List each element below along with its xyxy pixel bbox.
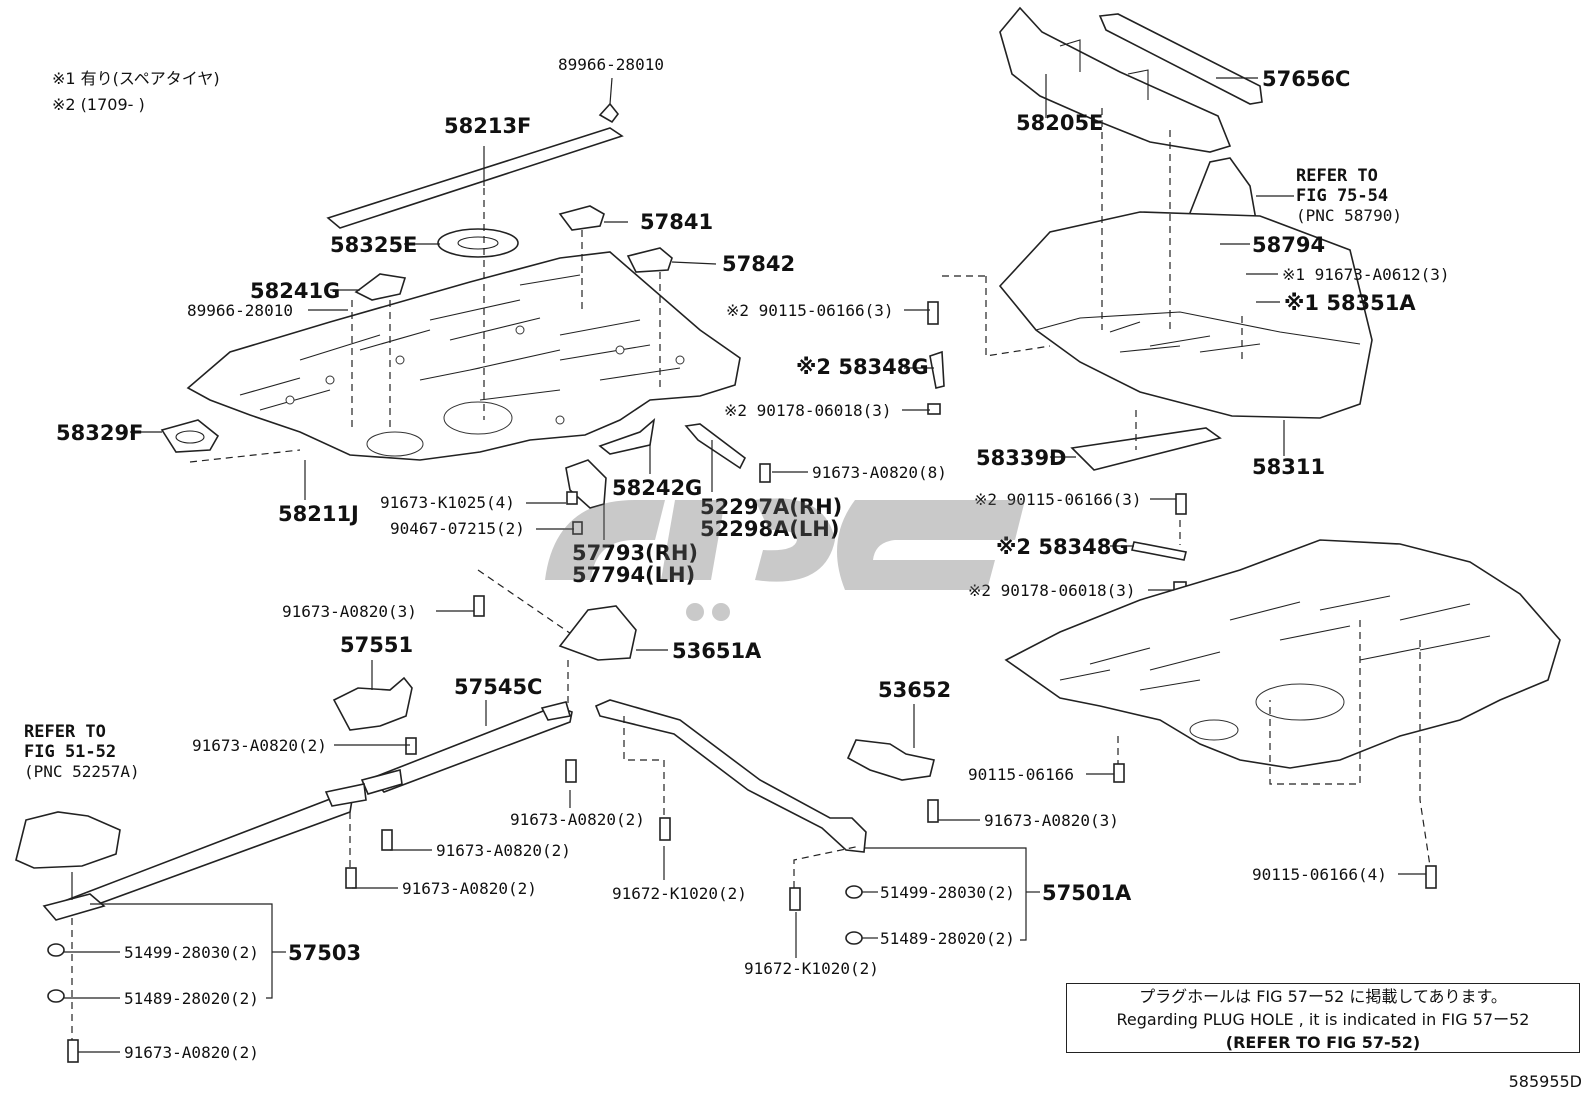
label-91673-A0820-8: 91673-A0820(8) [812, 463, 947, 482]
label-91673-A0820-2d: 91673-A0820(2) [402, 879, 537, 898]
label-58211J: 58211J [278, 502, 359, 526]
label-90115-a: ※2 90115-06166(3) [726, 301, 894, 320]
figure-code: 585955D [1508, 1072, 1582, 1091]
floor-front-right [1004, 539, 1561, 769]
label-90115-d: 90115-06166(4) [1252, 865, 1387, 884]
label-51489-b: 51489-28020(2) [124, 989, 259, 1008]
label-91673-K1025: 91673-K1025(4) [380, 493, 515, 512]
label-90178-a: ※2 90178-06018(3) [724, 401, 892, 420]
label-57794: 57794(LH) [572, 563, 695, 587]
label-91673-A0820-2e: 91673-A0820(2) [124, 1043, 259, 1062]
label-91673-A0820-2b: 91673-A0820(2) [510, 810, 645, 829]
label-58241G: 58241G [250, 279, 340, 303]
label-52298A: 52298A(LH) [700, 517, 839, 541]
label-57842: 57842 [722, 252, 795, 276]
strip-58213F [326, 127, 624, 229]
cover-58325E [437, 228, 519, 258]
bracket-53652 [846, 739, 935, 781]
label-89966-mid: 89966-28010 [187, 301, 293, 320]
refer-pnc-2: (PNC 52257A) [24, 762, 140, 781]
legend-note-1: ※1 有り(スペアタイヤ) [52, 69, 220, 88]
label-91673-A0820-2a: 91673-A0820(2) [192, 736, 327, 755]
label-91673-A0820-3b: 91673-A0820(3) [984, 811, 1119, 830]
label-57793: 57793(RH) [572, 541, 698, 565]
label-91673-A0612: ※1 91673-A0612(3) [1282, 265, 1450, 284]
label-58242G: 58242G [612, 476, 702, 500]
label-91672-b: 91672-K1020(2) [744, 959, 879, 978]
label-90115-c: 90115-06166 [968, 765, 1074, 784]
refer-fig-2: FIG 51-52 [24, 742, 117, 762]
label-91673-A0820-2c: 91673-A0820(2) [436, 841, 571, 860]
label-53652: 53652 [878, 678, 951, 702]
refer-title-1: REFER TO [1296, 166, 1378, 186]
label-52297A: 52297A(RH) [700, 495, 842, 519]
label-90178-b: ※2 90178-06018(3) [968, 581, 1136, 600]
member-58205E [999, 6, 1232, 153]
bracket-53651A [558, 605, 637, 661]
label-58205E: 58205E [1016, 111, 1103, 135]
label-58329F: 58329F [56, 421, 143, 445]
label-57501A: 57501A [1042, 881, 1132, 905]
watermark-logo [545, 498, 1025, 621]
label-58351A: ※1 58351A [1284, 291, 1416, 315]
label-90115-b: ※2 90115-06166(3) [974, 490, 1142, 509]
refer-pnc-1: (PNC 58790) [1296, 206, 1402, 225]
label-58794: 58794 [1252, 233, 1325, 257]
pad-58329F [160, 419, 220, 453]
plug-note-en: Regarding PLUG HOLE , it is indicated in… [1116, 1010, 1530, 1029]
label-90467: 90467-07215(2) [390, 519, 525, 538]
legend: ※1 有り(スペアタイヤ) ※2 (1709- ) [52, 66, 220, 118]
label-58311: 58311 [1252, 455, 1325, 479]
plug-note-jp: プラグホールは FIG 57ー52 に掲載してあります。 [1139, 987, 1507, 1006]
plug-note-ref: (REFER TO FIG 57-52) [1225, 1033, 1421, 1052]
pan-58311 [998, 211, 1373, 419]
label-57841: 57841 [640, 210, 713, 234]
label-51499-a: 51499-28030(2) [880, 883, 1015, 902]
label-57545C: 57545C [454, 675, 542, 699]
label-51489-a: 51489-28020(2) [880, 929, 1015, 948]
label-58348G-b: ※2 58348G [996, 535, 1129, 559]
label-51499-b: 51499-28030(2) [124, 943, 259, 962]
label-58339D: 58339D [976, 446, 1067, 470]
floor-pan-58211J [186, 251, 741, 461]
refer-title-2: REFER TO [24, 722, 106, 742]
label-91673-A0820-3a: 91673-A0820(3) [282, 602, 417, 621]
refer-fig-51-52: REFER TO FIG 51-52 (PNC 52257A) [24, 722, 140, 782]
label-57656C: 57656C [1262, 67, 1350, 91]
label-53651A: 53651A [672, 639, 762, 663]
legend-note-2: ※2 (1709- ) [52, 95, 145, 114]
label-58348G-a: ※2 58348G [796, 355, 929, 379]
label-91672-a: 91672-K1020(2) [612, 884, 747, 903]
part-labels: 89966-28010 58213F 58325E 57841 57842 58… [56, 55, 1450, 1062]
refer-fig-1: FIG 75-54 [1296, 186, 1389, 206]
plug-hole-note: プラグホールは FIG 57ー52 に掲載してあります。 Regarding P… [1066, 983, 1580, 1053]
label-57551: 57551 [340, 633, 413, 657]
refer-fig-75-54: REFER TO FIG 75-54 (PNC 58790) [1296, 166, 1402, 226]
label-89966-top: 89966-28010 [558, 55, 664, 74]
bracket-57551 [332, 676, 413, 731]
bracket-52257A [15, 811, 121, 869]
label-58325E: 58325E [330, 233, 417, 257]
label-57503: 57503 [288, 941, 361, 965]
member-57656C [1098, 13, 1263, 105]
bar-57501A [594, 699, 867, 853]
label-58213F: 58213F [444, 114, 531, 138]
